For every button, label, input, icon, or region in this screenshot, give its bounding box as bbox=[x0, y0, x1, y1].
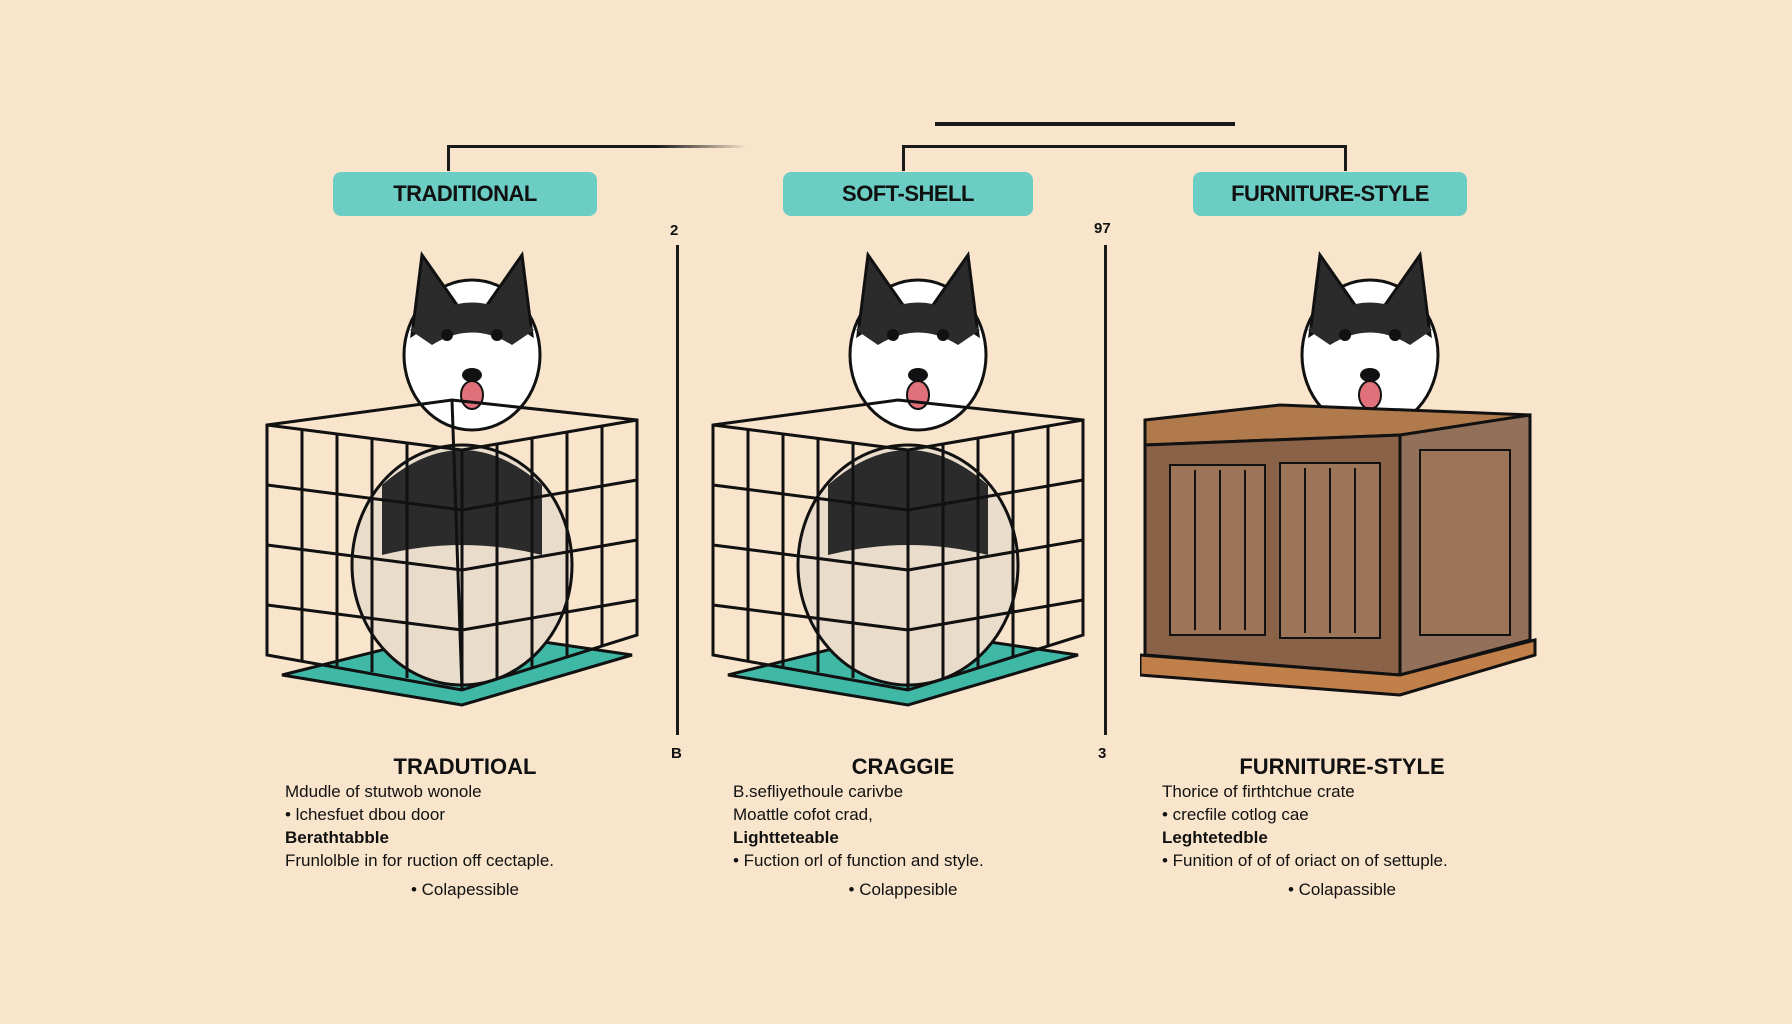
furniture-crate-illustration bbox=[1140, 250, 1537, 697]
caption-soft-shell: CRAGGIE B.sefliyethoule carivbe Moattle … bbox=[733, 755, 1073, 901]
connector-top-line bbox=[935, 122, 1235, 126]
marker-top-right: 97 bbox=[1094, 220, 1111, 237]
caption-line: • Colapassible bbox=[1287, 880, 1396, 899]
caption-title: FURNITURE-STYLE bbox=[1239, 754, 1445, 779]
caption-line: Frunlolble in for ruction off cectaple. bbox=[285, 851, 554, 870]
caption-line: • Fuction orl of function and style. bbox=[733, 851, 984, 870]
divider-right bbox=[1104, 245, 1107, 735]
caption-traditional: TRADUTIOAL Mdudle of stutwob wonole • lc… bbox=[285, 755, 645, 901]
caption-line: • crecfile cotlog cae bbox=[1162, 805, 1309, 824]
wire-crate-illustration bbox=[265, 250, 639, 707]
marker-bottom-left: B bbox=[671, 745, 682, 762]
soft-shell-crate-illustration bbox=[711, 250, 1085, 707]
caption-furniture-style: FURNITURE-STYLE Thorice of firthtchue cr… bbox=[1162, 755, 1522, 901]
crate-wire-frame bbox=[711, 398, 1085, 692]
caption-title: TRADUTIOAL bbox=[393, 754, 537, 779]
caption-line: Lightteteable bbox=[733, 828, 839, 847]
caption-line: B.sefliyethoule carivbe bbox=[733, 782, 904, 801]
caption-line: • Funition of of of oriact on of settupl… bbox=[1162, 851, 1448, 870]
connector-right-vertical bbox=[1344, 145, 1347, 171]
marker-top-left: 2 bbox=[670, 222, 679, 239]
caption-line: Mdudle of stutwob wonole bbox=[285, 782, 482, 801]
connector-mid-vertical bbox=[902, 145, 905, 171]
tab-traditional: TRADITIONAL bbox=[333, 172, 597, 216]
connector-left-vertical bbox=[447, 145, 450, 171]
connector-left-horizontal bbox=[447, 145, 747, 148]
connector-right-horizontal bbox=[902, 145, 1347, 148]
caption-title: CRAGGIE bbox=[851, 754, 955, 779]
caption-line: Leghtetedble bbox=[1162, 828, 1268, 847]
caption-line: • Colappesible bbox=[848, 880, 958, 899]
marker-bottom-right: 3 bbox=[1098, 745, 1107, 762]
tab-furniture-style: FURNITURE-STYLE bbox=[1193, 172, 1467, 216]
caption-line: Thorice of firthtchue crate bbox=[1162, 782, 1355, 801]
dog-icon bbox=[1300, 250, 1440, 432]
caption-line: Moattle cofot crad, bbox=[733, 805, 873, 824]
crate-wire-frame bbox=[265, 398, 639, 692]
caption-line: • lchesfuet dbou door bbox=[285, 805, 446, 824]
caption-line: Berathtabble bbox=[285, 828, 389, 847]
caption-line: • Colapessible bbox=[410, 880, 519, 899]
tab-soft-shell: SOFT-SHELL bbox=[783, 172, 1033, 216]
divider-left bbox=[676, 245, 679, 735]
